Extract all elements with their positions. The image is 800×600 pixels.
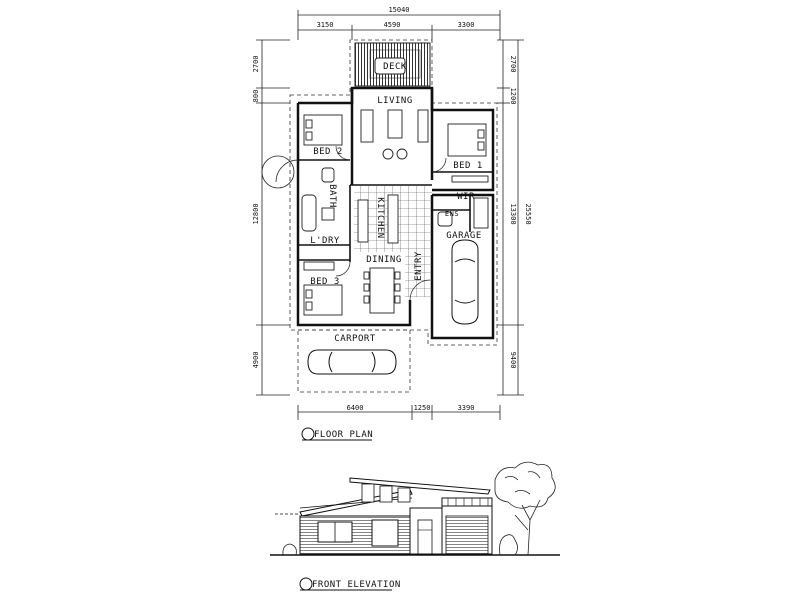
- room-label-ens: ENS: [445, 210, 459, 218]
- bed2-furniture: [303, 114, 343, 146]
- door-swings: [275, 145, 447, 301]
- carport-area: [297, 329, 411, 393]
- floor-plan: DECK LIVING BED 1 BED 2 BED 3 BATH WIR E…: [261, 39, 498, 393]
- tree-circle: [261, 155, 295, 189]
- dim-right-small: 1200: [509, 88, 517, 105]
- kitchen-dining-furniture: [357, 194, 401, 314]
- front-elevation-title: FRONT ELEVATION: [299, 577, 401, 591]
- front-elevation: [270, 461, 560, 556]
- dim-left-main: 12800: [252, 203, 260, 224]
- dim-top-mid: 4590: [384, 21, 401, 29]
- dim-bottom-right: 3390: [458, 404, 475, 412]
- bed3-furniture: [303, 261, 343, 316]
- dim-right-main: 13300: [509, 203, 517, 224]
- floor-plan-title: FLOOR PLAN: [301, 427, 373, 441]
- room-label-carport: CARPORT: [334, 334, 376, 344]
- dim-left-deck: 2700: [252, 56, 260, 73]
- bed1-furniture: [447, 123, 489, 183]
- dim-right-total: 25550: [524, 203, 532, 224]
- bath-fixtures: [301, 167, 335, 232]
- room-label-kitchen: KITCHEN: [375, 197, 385, 238]
- dim-top-total: 15040: [388, 6, 409, 14]
- elevation-roof: [349, 477, 491, 495]
- front-elevation-title-text: FRONT ELEVATION: [312, 580, 401, 590]
- dim-left-small: 800: [252, 90, 260, 103]
- room-label-garage: GARAGE: [446, 231, 482, 241]
- room-label-bed2: BED 2: [313, 147, 343, 157]
- dim-right-carport: 9400: [509, 352, 517, 369]
- ensuite-fixtures: [437, 197, 489, 229]
- floor-plan-title-text: FLOOR PLAN: [314, 430, 373, 440]
- room-label-dining: DINING: [366, 255, 402, 265]
- room-label-bed3: BED 3: [310, 277, 340, 287]
- garage-car: [451, 239, 479, 325]
- living-furniture: [360, 109, 429, 160]
- deck-table: [374, 57, 406, 75]
- dim-left-carport: 4900: [252, 352, 260, 369]
- room-label-ldry: L'DRY: [310, 236, 340, 246]
- room-label-bed1: BED 1: [453, 161, 483, 171]
- room-label-deck: DECK: [383, 62, 407, 72]
- dim-top-right: 3300: [458, 21, 475, 29]
- room-label-wir: WIR: [457, 192, 475, 202]
- room-label-entry: ENTRY: [414, 251, 424, 281]
- dim-top-left: 3150: [317, 21, 334, 29]
- elevation-shrubs: [282, 534, 518, 556]
- room-label-bath: BATH: [327, 184, 337, 208]
- carport-car: [307, 349, 397, 375]
- dim-right-deck: 2700: [509, 56, 517, 73]
- dim-bottom-mid: 1250: [414, 404, 431, 412]
- room-label-living: LIVING: [377, 96, 413, 106]
- elevation-tree: [494, 461, 556, 556]
- dim-bottom-left: 6400: [347, 404, 364, 412]
- dimension-strings: [256, 10, 524, 420]
